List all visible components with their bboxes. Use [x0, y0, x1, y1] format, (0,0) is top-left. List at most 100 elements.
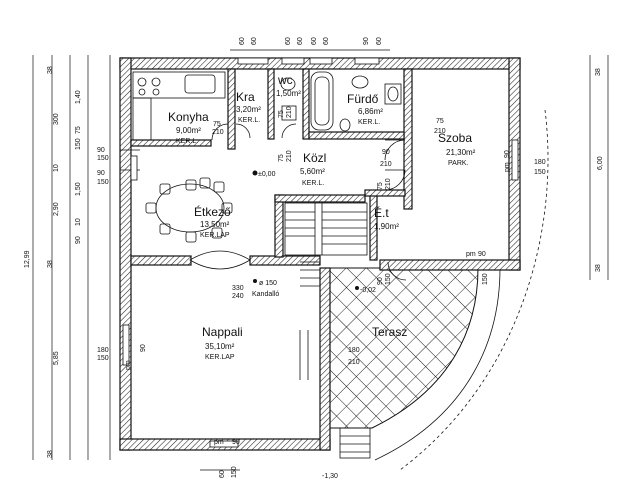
- dim-label: 1,40: [75, 90, 82, 104]
- bathroom-fixtures: [280, 71, 402, 132]
- sill-tag: pm: [466, 251, 476, 258]
- sill-tag: pm: [125, 360, 132, 370]
- room-floor: KER.L.: [358, 119, 380, 126]
- room-name: Szoba: [438, 131, 472, 145]
- dim-label: 5,85: [53, 351, 60, 365]
- sill-bottom: 150: [482, 273, 489, 285]
- dim-label: 90: [75, 236, 82, 244]
- sill-bottom: 210: [212, 129, 224, 136]
- room-kamra: Kra 3,20m² KER.L.: [236, 90, 261, 124]
- room-szoba: Szoba 21,30m² PARK.: [438, 131, 476, 167]
- dim-label: 150: [231, 466, 238, 478]
- staircase: [284, 202, 371, 459]
- sill-top: 75: [278, 110, 285, 118]
- dim-label: 6,00: [597, 156, 604, 170]
- room-area: 13,50m²: [200, 220, 230, 229]
- sill-top: 75: [213, 121, 221, 128]
- room-name: Kra: [236, 90, 255, 104]
- sill-top: 90: [97, 170, 105, 177]
- room-floor: KER.L.: [302, 180, 324, 187]
- kitchen-counter: [132, 71, 226, 141]
- room-area: 3,20m²: [236, 105, 261, 114]
- level-marker: [252, 170, 258, 176]
- room-name: Közl: [303, 151, 326, 165]
- room-area: 21,30m²: [446, 148, 476, 157]
- level-terrace: -0,02: [360, 287, 376, 294]
- room-name: É.t: [374, 205, 389, 220]
- dims-left: 38 1,40 300 75 150 10 1,50 2,90 10 90 38…: [47, 66, 82, 458]
- sill-top: 90: [382, 149, 390, 156]
- room-furdo: Fürdő 6,86m² KER.L.: [347, 92, 383, 126]
- dim-label: 60: [297, 37, 304, 45]
- room-name: Konyha: [168, 110, 209, 124]
- dims-top: 60 60 60 60 60 60 90 60: [239, 37, 383, 45]
- room-name: Nappali: [202, 325, 243, 339]
- dim-label: 38: [47, 66, 54, 74]
- room-name: wc: [277, 73, 293, 87]
- level-marker-terrace: [355, 286, 359, 290]
- sill-bottom: 150: [97, 179, 109, 186]
- room-floor: PARK.: [448, 160, 469, 167]
- room-floor: KER.LAP: [200, 232, 230, 239]
- dim-label: 38: [595, 68, 602, 76]
- opening-labels: 90 150 90 150 180 150 pm 90 180 150 pm 9…: [97, 106, 546, 446]
- dim-label: 60: [376, 37, 383, 45]
- level-outside: -1,30: [322, 473, 338, 480]
- dim-label: 10: [53, 164, 60, 172]
- sill-bottom: 210: [286, 106, 293, 118]
- sill-top: 75: [377, 182, 384, 190]
- sill-top: 180: [348, 347, 360, 354]
- sill-tag: pm: [214, 439, 224, 446]
- fireplace-dim-top: 330: [232, 285, 244, 292]
- sill-top: 180: [534, 159, 546, 166]
- dining-table: [145, 177, 233, 243]
- dim-label: 60: [251, 37, 258, 45]
- room-terasz: Terasz: [372, 325, 407, 339]
- dim-label: 1,50: [75, 182, 82, 196]
- sill-width: 90: [504, 150, 511, 158]
- dimension-lines: [32, 49, 609, 471]
- sill-top: 90: [97, 147, 105, 154]
- dim-label: 38: [47, 260, 54, 268]
- room-floor: KER.LAP: [205, 354, 235, 361]
- fireplace-label: Kandalló: [252, 291, 279, 298]
- fireplace-size: ø 150: [259, 280, 277, 287]
- fireplace-outline: [189, 250, 251, 270]
- sill-bottom: 210: [380, 161, 392, 168]
- sill-top: 90: [377, 277, 384, 285]
- sill-top: 180: [97, 347, 109, 354]
- sill-bottom: 150: [385, 273, 392, 285]
- room-nappali: Nappali 35,10m² KER.LAP: [202, 325, 243, 361]
- dims-right: 38 6,00 38: [595, 68, 604, 272]
- dims-bottom: 60 150: [219, 466, 238, 478]
- terrace-paving: [329, 267, 479, 429]
- dim-label: 60: [239, 37, 246, 45]
- room-floor: KER.L.: [176, 138, 198, 145]
- sill-bottom: 150: [97, 155, 109, 162]
- dim-label: 75: [75, 126, 82, 134]
- room-area: 5,60m²: [300, 167, 325, 176]
- sill-width: 90: [232, 439, 240, 446]
- sill-tag: pm: [504, 162, 511, 172]
- room-floor: KER.L.: [238, 117, 260, 124]
- fireplace-marker: [253, 279, 257, 283]
- dim-label: 60: [323, 37, 330, 45]
- room-area: 35,10m²: [205, 342, 235, 351]
- dim-label: 38: [595, 264, 602, 272]
- sill-bottom: 210: [434, 128, 446, 135]
- sill-bottom: 210: [348, 359, 360, 366]
- room-area: 1,50m²: [276, 89, 301, 98]
- sill-bottom: 150: [97, 355, 109, 362]
- dim-label: 90: [363, 37, 370, 45]
- dim-label: 300: [53, 113, 60, 125]
- room-kozl: Közl 5,60m² KER.L.: [300, 151, 326, 187]
- dim-label: 60: [311, 37, 318, 45]
- garden-path-arc: [374, 267, 501, 461]
- room-name: Étkező: [194, 204, 231, 219]
- sill-bottom: 210: [286, 150, 293, 162]
- dim-label: 60: [219, 470, 226, 478]
- sill-bottom: 210: [385, 178, 392, 190]
- dim-label: 2,90: [53, 202, 60, 216]
- room-name: Terasz: [372, 325, 407, 339]
